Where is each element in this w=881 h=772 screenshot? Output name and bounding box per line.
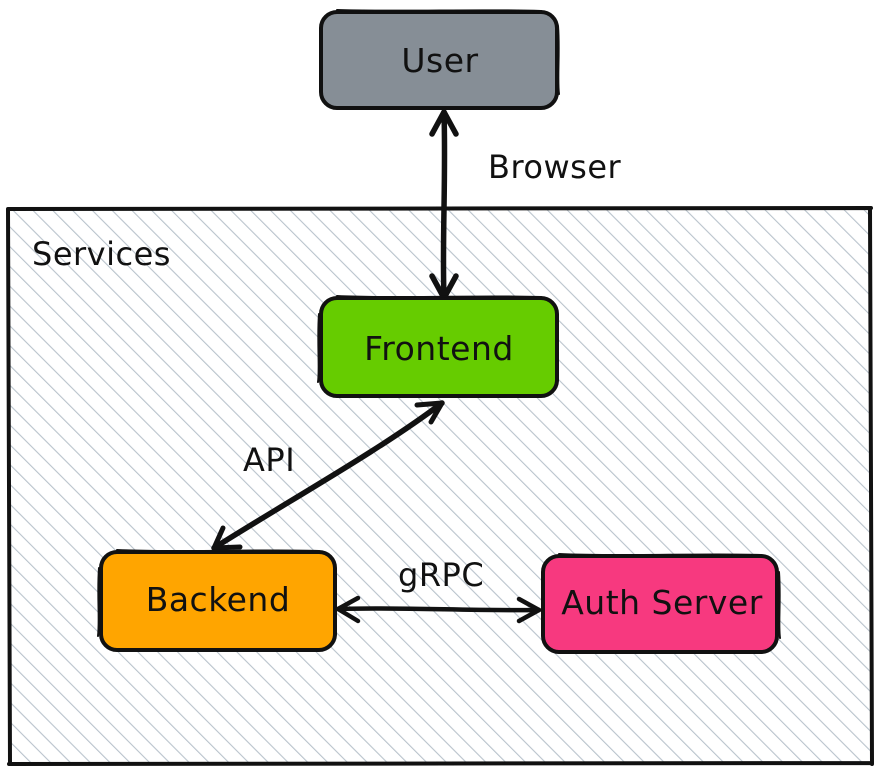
frontend-node-box	[319, 296, 559, 398]
auth-server-node[interactable]: Auth Server	[541, 553, 781, 654]
user-node-box	[319, 10, 559, 110]
frontend-node[interactable]: Frontend	[317, 295, 559, 398]
arrowhead-up-icon	[429, 109, 459, 137]
api-connector-label: API	[243, 441, 295, 479]
api-connector[interactable]: API	[211, 400, 445, 551]
user-node[interactable]: User	[319, 9, 560, 110]
arrowhead-downleft-icon	[211, 525, 243, 551]
browser-connector-label: Browser	[488, 148, 622, 186]
auth-server-node-label: Auth Server	[561, 583, 763, 622]
arrowhead-right-icon	[516, 596, 542, 624]
frontend-node-label: Frontend	[364, 329, 514, 368]
services-group-border	[6, 206, 874, 766]
backend-node-sketch-edge	[97, 549, 320, 637]
api-connector-line	[211, 400, 445, 551]
arrowhead-upright-icon	[414, 400, 445, 425]
browser-connector-line	[440, 109, 448, 301]
user-node-label: User	[401, 41, 478, 80]
arrowhead-left-icon	[335, 595, 361, 624]
backend-node-box	[99, 550, 337, 652]
auth-server-node-box	[541, 554, 779, 654]
backend-node-label: Backend	[146, 580, 291, 619]
services-group-label: Services	[32, 235, 171, 273]
frontend-node-sketch-edge	[317, 295, 542, 383]
grpc-connector[interactable]: gRPC	[335, 556, 542, 624]
browser-connector[interactable]: Browser	[429, 109, 622, 301]
auth-server-node-sketch-edge	[558, 553, 781, 639]
grpc-connector-label: gRPC	[398, 556, 484, 594]
user-node-sketch-edge	[336, 9, 560, 95]
backend-node[interactable]: Backend	[97, 549, 337, 652]
grpc-connector-line	[335, 606, 542, 613]
